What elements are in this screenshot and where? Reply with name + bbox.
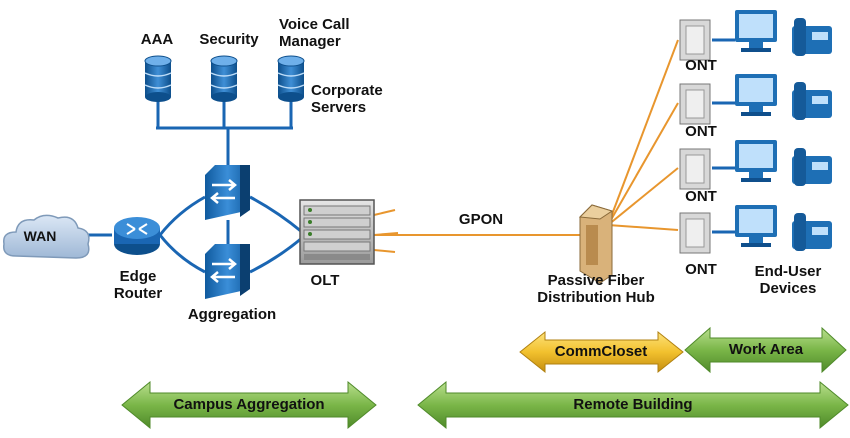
ont-label: ONT [685, 188, 717, 205]
switch-icon [205, 165, 250, 220]
edge-router-line2: Router [113, 285, 163, 302]
work-area-label: Work Area [728, 341, 804, 358]
ont-label: ONT [685, 123, 717, 140]
end-user-devices-line2: Devices [759, 280, 817, 297]
database-icon [144, 55, 172, 102]
fiber-links [373, 39, 679, 253]
end-user-devices-line1: End-User [754, 263, 822, 280]
arrow-comm-closet [519, 330, 684, 374]
olt-label: OLT [310, 272, 340, 289]
fiber-hub-icon [578, 204, 614, 284]
corporate-servers-line1: Corporate [311, 82, 383, 99]
ont-icon [679, 212, 711, 254]
monitor-icon [735, 74, 777, 116]
ont-label: ONT [685, 57, 717, 74]
corporate-servers-line2: Servers [311, 99, 367, 116]
voice-call-manager-label: Voice Call Manager [279, 16, 350, 50]
olt-chassis-icon [299, 199, 375, 265]
monitor-icon [735, 205, 777, 247]
arrow-work-area [684, 326, 847, 374]
end-user-devices-label: End-User Devices [755, 263, 822, 297]
cloud-icon [3, 214, 90, 259]
ip-phone-icon [792, 148, 832, 186]
arrow-campus-aggregation [121, 380, 377, 430]
aaa-label: AAA [140, 31, 174, 48]
voice-call-manager-line2: Manager [279, 33, 341, 50]
database-icon [277, 55, 305, 102]
comm-closet-label: CommCloset [554, 343, 648, 360]
database-icon [210, 55, 238, 102]
server-links [156, 95, 293, 165]
arrow-remote-building [417, 380, 849, 430]
ont-icon [679, 148, 711, 190]
ip-phone-icon [792, 213, 832, 251]
security-label: Security [199, 31, 259, 48]
aggregation-label: Aggregation [187, 306, 277, 323]
monitor-icon [735, 10, 777, 52]
campus-aggregation-label: Campus Aggregation [173, 396, 325, 413]
ip-phone-icon [792, 82, 832, 120]
ip-phone-icon [792, 18, 832, 56]
switch-icon [205, 244, 250, 299]
ont-label: ONT [685, 261, 717, 278]
fiber-hub-label: Passive Fiber Distribution Hub [537, 272, 654, 306]
fiber-hub-line1: Passive Fiber [547, 272, 645, 289]
remote-building-label: Remote Building [573, 396, 693, 413]
end-user-row [679, 10, 832, 254]
voice-call-manager-line1: Voice Call [279, 16, 350, 33]
wan-label: WAN [23, 228, 57, 244]
edge-router-label: Edge Router [114, 268, 162, 302]
gpon-label: GPON [458, 211, 504, 228]
corporate-servers-label: Corporate Servers [311, 82, 383, 116]
monitor-icon [735, 140, 777, 182]
end-user-links [712, 38, 735, 234]
edge-router-line1: Edge [119, 268, 157, 285]
fiber-hub-line2: Distribution Hub [537, 289, 655, 306]
router-icon [114, 217, 160, 255]
ont-icon [679, 83, 711, 125]
ont-icon [679, 19, 711, 61]
